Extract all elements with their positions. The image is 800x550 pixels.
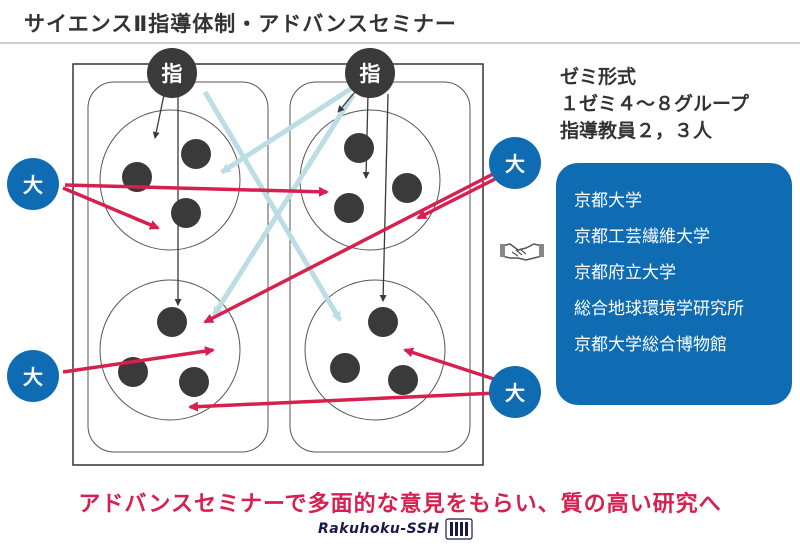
logo-emblem-icon xyxy=(444,518,473,540)
format-groups: １ゼミ４～８グループ xyxy=(560,93,749,115)
university-node-label: 大 xyxy=(23,365,43,389)
institution-panel: 京都大学 京都工芸繊維大学 京都府立大学 総合地球環境学研究所 京都大学総合博物… xyxy=(556,163,792,405)
student-dot xyxy=(179,367,209,397)
group-circle xyxy=(99,109,241,251)
university-arrows xyxy=(62,170,498,412)
student-dot xyxy=(344,133,374,163)
student-dot xyxy=(171,198,201,228)
institution-item: 京都府立大学 xyxy=(574,263,676,283)
institution-item: 総合地球環境学研究所 xyxy=(574,299,744,319)
university-node: 大 xyxy=(7,350,59,402)
university-node: 大 xyxy=(489,366,541,418)
group-circle xyxy=(99,279,241,421)
seminar-format: ゼミ形式 １ゼミ４～８グループ 指導教員２，３人 xyxy=(560,64,790,145)
student-dot xyxy=(392,173,422,203)
institution-item: 京都大学総合博物館 xyxy=(574,335,727,355)
student-dot xyxy=(368,307,398,337)
university-node: 大 xyxy=(7,158,59,210)
tagline: アドバンスセミナーで多面的な意見をもらい、質の高い研究へ xyxy=(78,492,722,517)
logo-text: Rakuhoku-SSH xyxy=(318,521,440,537)
title-divider xyxy=(0,42,800,44)
student-dot xyxy=(181,139,211,169)
institution-item: 京都大学 xyxy=(574,191,642,211)
university-node-label: 大 xyxy=(505,381,525,405)
page-title: サイエンスⅡ指導体制・アドバンスセミナー xyxy=(24,12,457,36)
student-dot xyxy=(157,307,187,337)
teacher-node: 指 xyxy=(147,48,197,98)
teacher-node-label: 指 xyxy=(360,62,381,86)
teacher-node-label: 指 xyxy=(162,62,183,86)
logo: Rakuhoku-SSH xyxy=(318,515,473,543)
student-dot xyxy=(388,365,418,395)
institution-item: 京都工芸繊維大学 xyxy=(574,227,710,247)
institution-list: 京都大学 京都工芸繊維大学 京都府立大学 総合地球環境学研究所 京都大学総合博物… xyxy=(556,163,792,355)
student-dot xyxy=(330,353,360,383)
teacher-node: 指 xyxy=(345,48,395,98)
university-node-label: 大 xyxy=(23,173,43,197)
format-teachers: 指導教員２，３人 xyxy=(560,120,713,142)
student-dot xyxy=(334,193,364,223)
handshake-icon xyxy=(500,243,544,261)
cross-advice-arrows xyxy=(202,85,356,322)
teacher-arrows xyxy=(152,89,389,306)
university-node-label: 大 xyxy=(505,152,525,176)
student-dot xyxy=(122,162,152,192)
format-heading: ゼミ形式 xyxy=(560,66,637,88)
university-node: 大 xyxy=(489,137,541,189)
